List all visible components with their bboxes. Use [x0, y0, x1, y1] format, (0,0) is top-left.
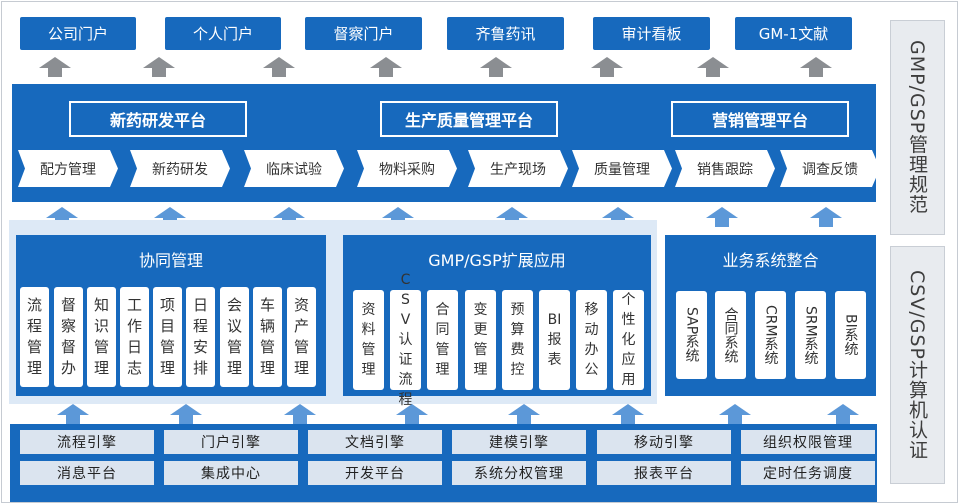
gmp-ext-item: 移动办公	[576, 290, 607, 390]
chevron-sales-tracking: 销售跟踪	[675, 150, 775, 187]
portal-qilu-news: 齐鲁药讯	[447, 17, 564, 50]
base-cell-report-platform: 报表平台	[597, 461, 731, 485]
base-cell-integration-center: 集成中心	[164, 461, 298, 485]
cooperation-item: 知识管理	[87, 287, 116, 387]
gmp-ext-item: 合同管理	[427, 290, 458, 390]
chevron-production-site: 生产现场	[468, 150, 568, 187]
portal-company: 公司门户	[20, 17, 136, 50]
panel-cooperation: 协同管理 流程管理 督察督办 知识管理 工作日志 项目管理 日程安排 会议管理 …	[16, 235, 326, 396]
chevron-survey-feedback: 调查反馈	[780, 150, 880, 187]
base-cell-portal-engine: 门户引擎	[164, 430, 298, 454]
portal-supervision: 督察门户	[305, 17, 422, 50]
gmp-ext-item: BI报表	[539, 290, 570, 390]
gmp-ext-item: 预算费控	[502, 290, 533, 390]
panel-gmp-gsp-extension: GMP/GSP扩展应用 资料管理 CSV认证流程 合同管理 变更管理 预算费控 …	[343, 235, 651, 408]
gmp-ext-item: CSV认证流程	[390, 272, 421, 408]
base-cell-dev-platform: 开发平台	[308, 461, 442, 485]
cooperation-item: 督察督办	[54, 287, 83, 387]
base-cell-workflow-engine: 流程引擎	[20, 430, 154, 454]
side-label-gmp-gsp-standard: GMP/GSP管理规范	[890, 20, 945, 235]
base-cell-org-permission: 组织权限管理	[741, 430, 875, 454]
cooperation-item: 项目管理	[153, 287, 182, 387]
gmp-ext-item: 个性化应用	[613, 290, 644, 390]
panel-title: GMP/GSP扩展应用	[428, 251, 566, 270]
integration-item: 合同系统	[715, 291, 746, 379]
portal-personal: 个人门户	[165, 17, 281, 50]
integration-item: SAP系统	[676, 291, 707, 379]
base-cell-document-engine: 文档引擎	[308, 430, 442, 454]
integration-item: SRM系统	[795, 291, 826, 379]
cooperation-item: 流程管理	[20, 287, 49, 387]
base-cell-mobile-engine: 移动引擎	[597, 430, 731, 454]
chevron-new-drug-rd: 新药研发	[130, 150, 230, 187]
panel-title: 业务系统整合	[722, 251, 819, 270]
cooperation-item: 会议管理	[220, 287, 249, 387]
platform-title-rd: 新药研发平台	[69, 101, 247, 137]
integration-item: CRM系统	[755, 291, 786, 379]
base-cell-permission-management: 系统分权管理	[452, 461, 586, 485]
integration-item: BI系统	[835, 291, 866, 379]
cooperation-item: 车辆管理	[253, 287, 282, 387]
side-label-csv-gsp-certification: CSV/GSP计算机认证	[890, 246, 945, 484]
cooperation-item: 工作日志	[120, 287, 149, 387]
portal-gm1-literature: GM-1文献	[735, 17, 852, 50]
cooperation-item: 资产管理	[287, 287, 316, 387]
platform-title-production-quality: 生产质量管理平台	[380, 101, 558, 137]
portal-audit-board: 审计看板	[593, 17, 710, 50]
cooperation-item: 日程安排	[186, 287, 215, 387]
chevron-material-purchase: 物料采购	[357, 150, 457, 187]
base-cell-message-platform: 消息平台	[20, 461, 154, 485]
base-cell-scheduled-tasks: 定时任务调度	[741, 461, 875, 485]
gmp-ext-item: 变更管理	[465, 290, 496, 390]
chevron-clinical-trial: 临床试验	[244, 150, 344, 187]
base-cell-modeling-engine: 建模引擎	[452, 430, 586, 454]
base-platform	[10, 424, 877, 502]
panel-title: 协同管理	[138, 251, 203, 270]
chevron-quality-management: 质量管理	[572, 150, 672, 187]
panel-business-integration: 业务系统整合 SAP系统 合同系统 CRM系统 SRM系统 BI系统	[665, 235, 876, 396]
gmp-ext-item: 资料管理	[353, 290, 384, 390]
chevron-formula-management: 配方管理	[18, 150, 118, 187]
platform-title-marketing: 营销管理平台	[671, 101, 849, 137]
